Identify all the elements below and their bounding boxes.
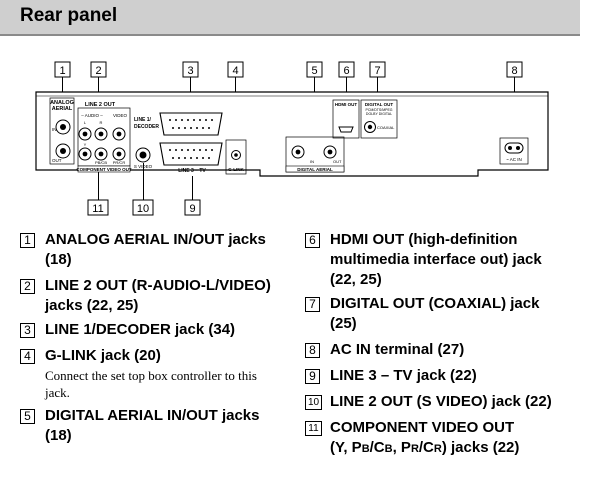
callout-bottom-10: 10 xyxy=(132,199,154,216)
callout-bottom-11: 11 xyxy=(87,199,109,216)
svg-text:8: 8 xyxy=(511,65,517,77)
svg-text:ANALOG: ANALOG xyxy=(50,100,74,106)
line2-component-section: LINE 2 OUT – AUDIO – VIDEO L R Y PB/CB P… xyxy=(76,102,132,173)
callout-top-6: 6 xyxy=(338,61,355,78)
svg-text:OUT: OUT xyxy=(52,158,62,163)
rear-panel-diagram: 1 2 3 4 5 6 7 8 ANALOG AERIAL IN OUT LIN… xyxy=(35,61,549,216)
svg-text:5: 5 xyxy=(311,65,317,77)
item-number: 11 xyxy=(305,421,322,436)
item-number: 3 xyxy=(20,323,35,338)
svg-text:PCM/DTS/MPEG: PCM/DTS/MPEG xyxy=(365,108,392,112)
svg-text:– AUDIO –: – AUDIO – xyxy=(81,113,103,118)
svg-text:9: 9 xyxy=(189,203,195,215)
item-number: 9 xyxy=(305,369,320,384)
line3-scart: LINE 3 – TV xyxy=(159,142,223,174)
item-title: LINE 2 OUT (S VIDEO) jack (22) xyxy=(330,393,552,410)
item-title-cont: (Y, PB/CB, PR/CR) jacks (22) xyxy=(330,439,520,456)
ac-in-section: ~ AC IN xyxy=(499,137,529,165)
svg-text:2: 2 xyxy=(95,65,101,77)
svg-text:DIGITAL OUT: DIGITAL OUT xyxy=(365,102,394,107)
svg-text:DIGITAL AERIAL: DIGITAL AERIAL xyxy=(297,167,333,172)
callout-bottom-9: 9 xyxy=(184,199,201,216)
item-title: DIGITAL AERIAL IN/OUT jacks xyxy=(45,407,260,424)
item-number: 7 xyxy=(305,297,320,312)
item-title-cont: (18) xyxy=(45,427,72,444)
item-title: LINE 1/DECODER jack (34) xyxy=(45,321,236,338)
callout-top-4: 4 xyxy=(227,61,244,78)
svg-text:L: L xyxy=(84,120,87,125)
svg-text:11: 11 xyxy=(92,203,103,215)
svg-text:VIDEO: VIDEO xyxy=(113,113,128,118)
item-number: 8 xyxy=(305,343,320,358)
item-title: DIGITAL OUT (COAXIAL) jack xyxy=(330,295,540,312)
svg-text:10: 10 xyxy=(137,203,149,215)
svg-text:DOLBY DIGITAL: DOLBY DIGITAL xyxy=(366,112,392,116)
item-title-cont: (25) xyxy=(330,315,357,332)
item-title-cont-2: (22, 25) xyxy=(330,271,382,288)
item-title-cont: (18) xyxy=(45,251,72,268)
callout-top-8: 8 xyxy=(506,61,523,78)
svg-text:4: 4 xyxy=(232,65,238,77)
digital-aerial-section: IN OUT DIGITAL AERIAL xyxy=(285,136,345,173)
item-number: 10 xyxy=(305,395,322,410)
line1-scart xyxy=(159,112,223,136)
item-title: G-LINK jack (20) xyxy=(45,347,161,364)
svg-text:HDMI OUT: HDMI OUT xyxy=(335,102,357,107)
svg-text:LINE 1/: LINE 1/ xyxy=(134,117,152,123)
item-number: 4 xyxy=(20,349,35,364)
svg-text:IN: IN xyxy=(310,159,314,164)
item-title: HDMI OUT (high-definition xyxy=(330,231,518,248)
svg-text:PR/CR: PR/CR xyxy=(113,160,126,165)
svg-text:1: 1 xyxy=(59,65,65,77)
svg-text:LINE 2 OUT: LINE 2 OUT xyxy=(85,102,116,108)
svg-text:LINE 3 – TV: LINE 3 – TV xyxy=(178,168,206,174)
item-title: ANALOG AERIAL IN/OUT jacks xyxy=(45,231,266,248)
item-title: LINE 3 – TV jack (22) xyxy=(330,367,477,384)
leader-lines-bottom xyxy=(98,163,193,200)
item-description: Connect the set top box controller to th… xyxy=(45,368,257,383)
svg-text:COAXIAL: COAXIAL xyxy=(377,125,395,130)
item-number: 2 xyxy=(20,279,35,294)
svg-text:R: R xyxy=(100,120,103,125)
item-title: AC IN terminal (27) xyxy=(330,341,465,358)
item-title-cont: jacks (22, 25) xyxy=(45,297,139,314)
svg-text:G-LINK: G-LINK xyxy=(228,167,244,172)
svg-text:AERIAL: AERIAL xyxy=(52,106,73,112)
svg-text:7: 7 xyxy=(374,65,380,77)
callout-top-7: 7 xyxy=(369,61,386,78)
callout-top-1: 1 xyxy=(54,61,71,78)
svg-text:PB/CB: PB/CB xyxy=(95,160,107,165)
item-number: 6 xyxy=(305,233,320,248)
svg-text:3: 3 xyxy=(187,65,193,77)
section-title: Rear panel xyxy=(20,5,118,26)
digital-out-section: DIGITAL OUT PCM/DTS/MPEG DOLBY DIGITAL C… xyxy=(360,99,398,139)
analog-aerial-section: ANALOG AERIAL IN OUT xyxy=(49,97,75,165)
svg-text:OUT: OUT xyxy=(333,159,342,164)
svg-text:~ AC IN: ~ AC IN xyxy=(506,157,522,162)
svg-text:Y: Y xyxy=(84,142,87,147)
svg-text:IN: IN xyxy=(52,127,57,132)
item-title: COMPONENT VIDEO OUT xyxy=(330,419,515,436)
item-number: 5 xyxy=(20,409,35,424)
item-description-cont: jack. xyxy=(45,385,70,400)
svg-text:DECODER: DECODER xyxy=(134,124,159,130)
item-title: LINE 2 OUT (R-AUDIO-L/VIDEO) xyxy=(45,277,271,294)
callout-top-3: 3 xyxy=(182,61,199,78)
callout-top-5: 5 xyxy=(306,61,323,78)
svg-text:6: 6 xyxy=(343,65,349,77)
svg-text:COMPONENT VIDEO OUT: COMPONENT VIDEO OUT xyxy=(76,167,132,172)
hdmi-section: HDMI OUT xyxy=(332,99,360,139)
section-header: Rear panel xyxy=(0,0,580,36)
glink-section: G-LINK xyxy=(225,139,247,175)
item-number: 1 xyxy=(20,233,35,248)
callout-top-2: 2 xyxy=(90,61,107,78)
item-title-cont: multimedia interface out) jack xyxy=(330,251,542,268)
